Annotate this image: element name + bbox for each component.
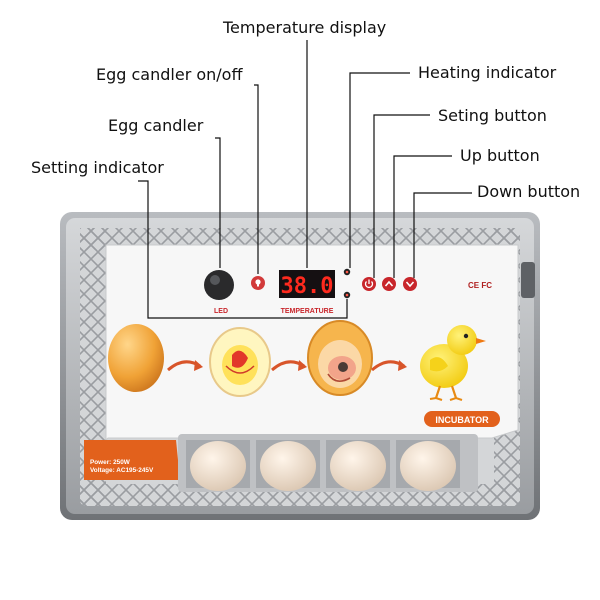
temperature-label: TEMPERATURE bbox=[281, 308, 334, 315]
side-latch bbox=[521, 262, 535, 298]
brand-badge bbox=[424, 411, 500, 427]
spec-plate bbox=[84, 440, 180, 480]
chevron-up-icon bbox=[384, 280, 394, 287]
chevron-down-icon bbox=[405, 281, 415, 288]
callout-heating-indicator: Heating indicator bbox=[418, 63, 557, 82]
spec-plate-power: Power: 250W bbox=[90, 459, 131, 466]
certification-marks: CE FC bbox=[468, 281, 492, 290]
led-label: LED bbox=[214, 308, 228, 315]
fresh-egg-illustration bbox=[108, 324, 164, 392]
mature-embryo-illustration bbox=[307, 320, 373, 396]
egg bbox=[190, 441, 246, 491]
developing-embryo-illustration bbox=[209, 327, 271, 397]
egg-candler-light[interactable] bbox=[204, 270, 234, 300]
chick-illustration bbox=[420, 325, 486, 401]
callout-egg-candler: Egg candler bbox=[108, 116, 204, 135]
up-button[interactable] bbox=[382, 277, 396, 291]
spec-plate-voltage: Voltage: AC195-245V bbox=[90, 467, 154, 474]
callout-temperature-display: Temperature display bbox=[223, 18, 387, 37]
egg-tray-eggs bbox=[186, 440, 460, 491]
callout-up-button: Up button bbox=[460, 146, 540, 165]
callout-egg-candler-onoff: Egg candler on/off bbox=[96, 65, 243, 84]
egg bbox=[260, 441, 316, 491]
brand-badge-label: INCUBATOR bbox=[435, 415, 489, 425]
callout-setting-button: Seting button bbox=[438, 106, 547, 125]
egg bbox=[400, 441, 456, 491]
temperature-display-value: 38.0 bbox=[281, 274, 334, 299]
callout-down-button: Down button bbox=[477, 182, 581, 201]
down-button[interactable] bbox=[403, 277, 417, 291]
egg-candler-highlight bbox=[210, 275, 220, 285]
power-icon bbox=[364, 279, 374, 289]
egg bbox=[330, 441, 386, 491]
callout-setting-indicator: Setting indicator bbox=[31, 158, 164, 177]
